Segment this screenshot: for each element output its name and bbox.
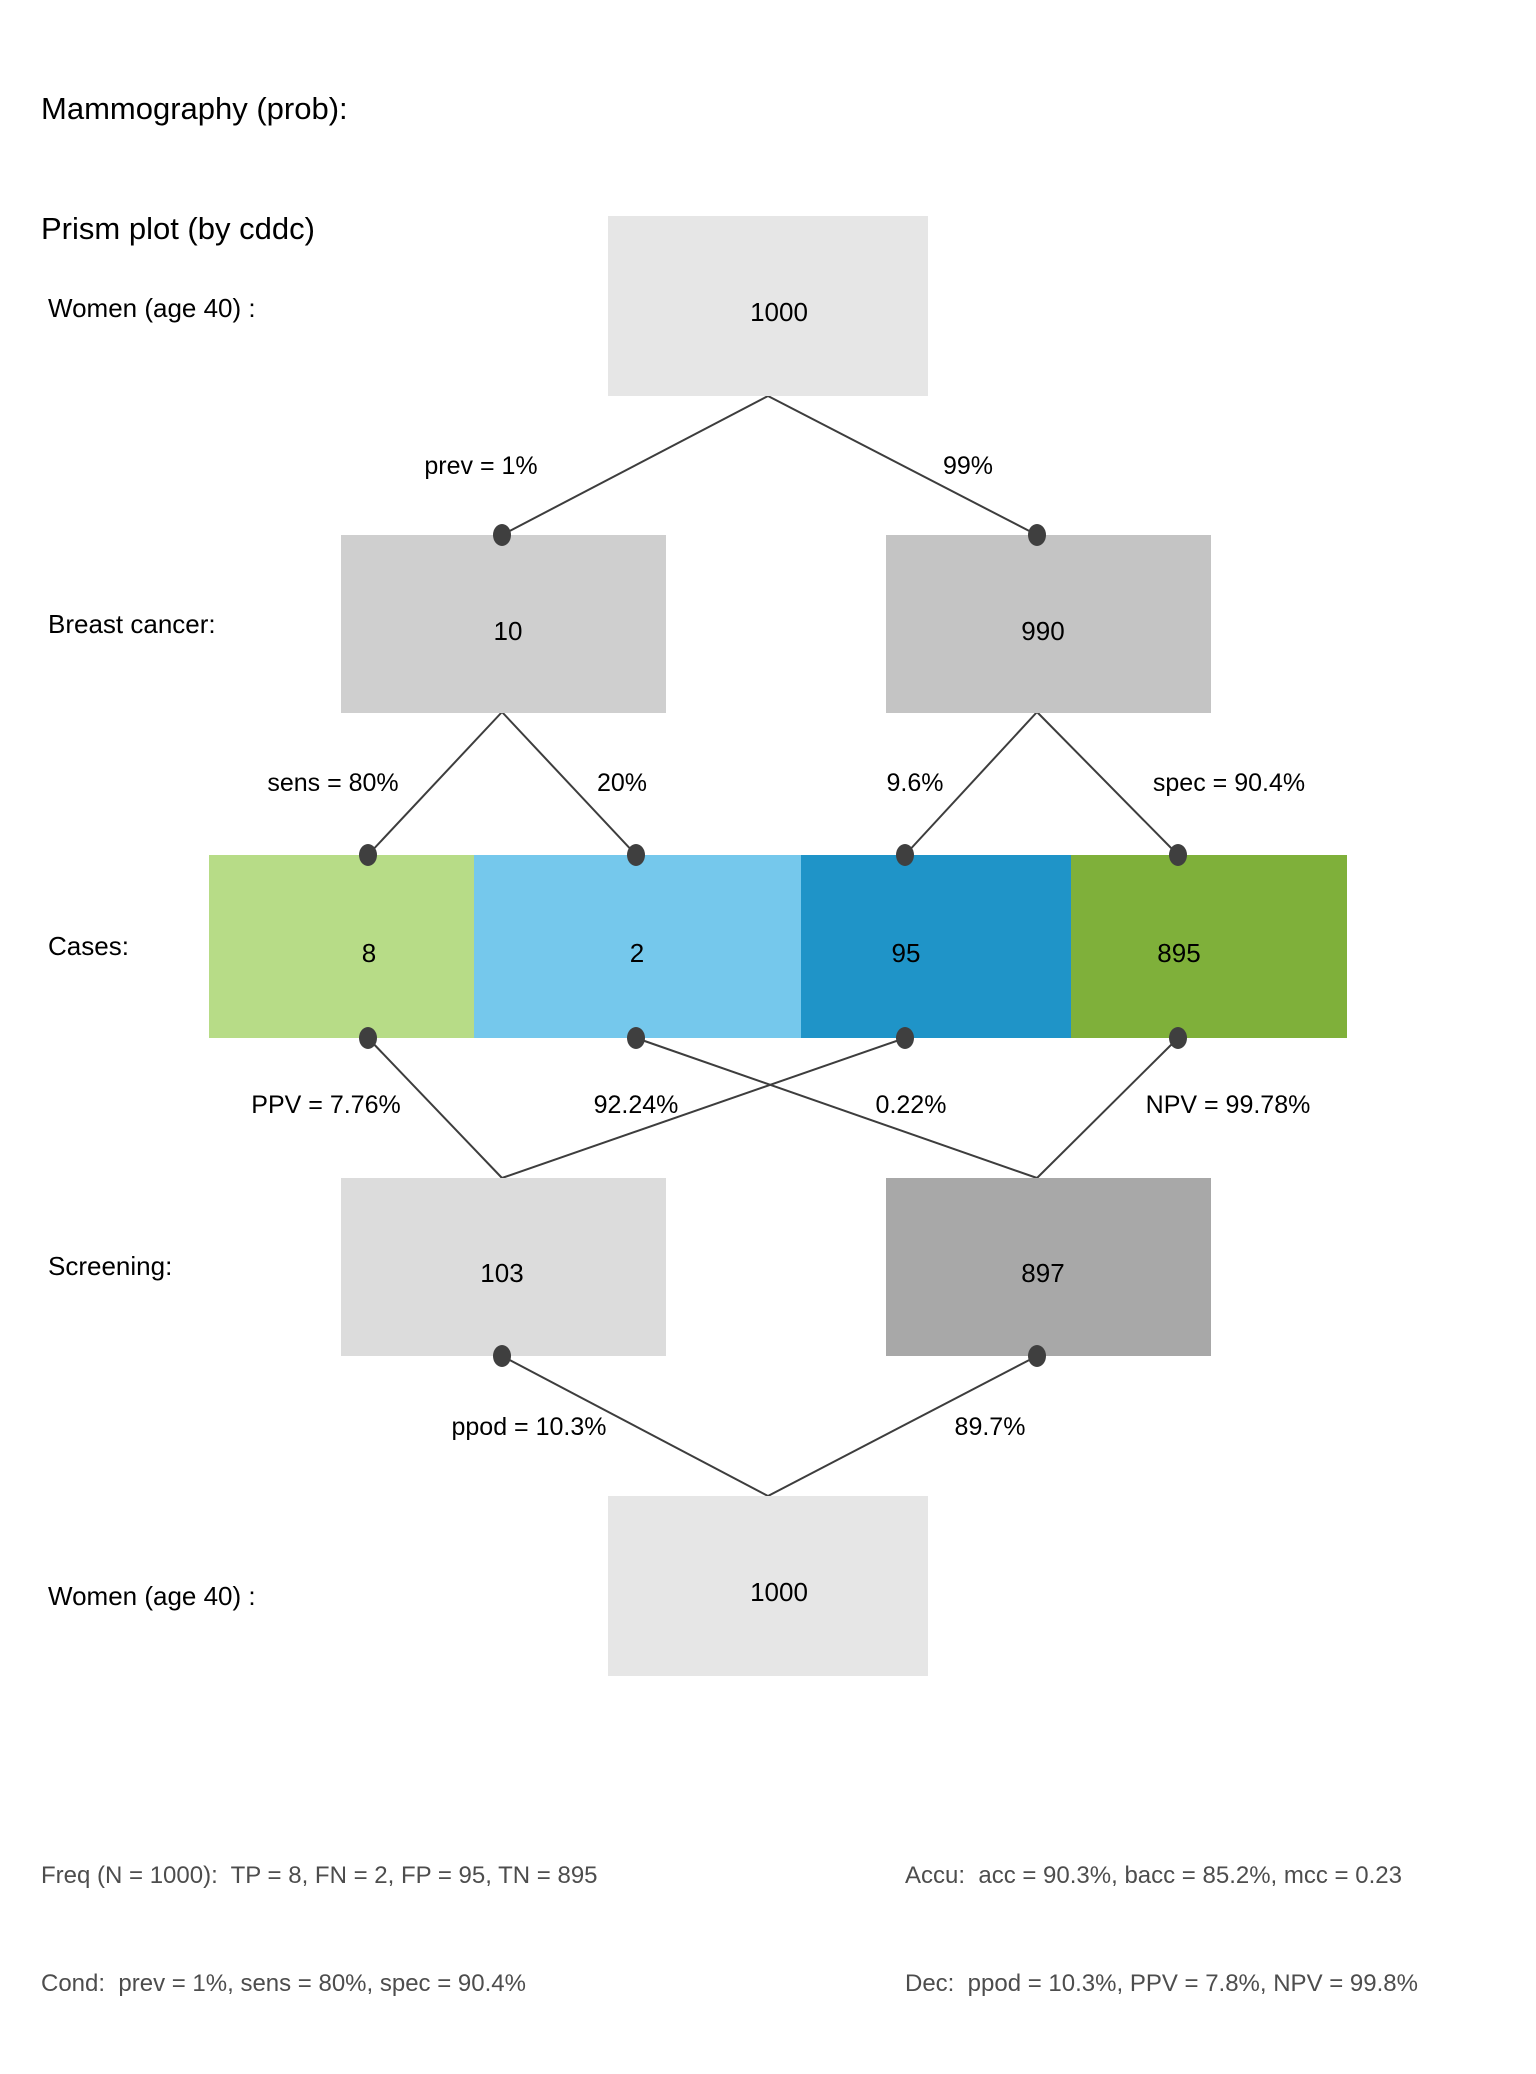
connector-dot-fn-top [627,844,645,866]
link-cond-false-to-tn [1036,711,1179,856]
connector-dot-layer [359,524,1187,1367]
connector-dot-cond-true-top [493,524,511,546]
link-cond-true-to-fn [501,711,637,856]
row-label-population-top: Women (age 40) : [48,293,256,323]
row-label-population-bottom: Women (age 40) : [48,1581,256,1611]
node-case-fp-box[interactable] [801,855,1071,1038]
node-population-top-box[interactable] [608,216,928,396]
link-tp-to-dec-pos [367,1037,503,1179]
node-case-tn-box[interactable] [1071,855,1347,1038]
edge-label-sens: sens = 80% [267,769,398,797]
page-title: Mammography (prob): Prism plot (by cddc) [41,8,348,330]
node-decision-positive-box[interactable] [341,1178,666,1356]
connector-dot-dec-pos-bottom [493,1345,511,1367]
prism-plot-canvas: Mammography (prob): Prism plot (by cddc)… [41,8,1418,1997]
node-population-bottom-value: 1000 [750,1577,808,1607]
title-line-2: Prism plot (by cddc) [41,211,315,247]
row-label-decision: Screening: [48,1251,172,1281]
node-decision-negative-box[interactable] [886,1178,1211,1356]
edge-label-fdr: 92.24% [594,1091,679,1119]
node-case-tp[interactable]: 8 [209,855,474,1038]
edge-label-for: 0.22% [876,1091,947,1119]
link-n-to-cond-true [501,395,769,536]
edge-label-mirt: 20% [597,769,647,797]
node-condition-true-box[interactable] [341,535,666,713]
node-case-fn[interactable]: 2 [474,855,801,1038]
link-fp-to-dec-pos [501,1037,906,1179]
node-case-fp[interactable]: 95 [801,855,1071,1038]
node-condition-true-value: 10 [494,616,523,646]
edge-label-fart: 9.6% [887,769,944,797]
link-dec-pos-to-n-bottom [501,1355,769,1497]
node-population-top-value: 1000 [750,297,808,327]
link-cond-true-to-tp [367,711,503,856]
title-line-1: Mammography (prob): [41,90,348,126]
link-layer [367,395,1179,1497]
node-condition-false-value: 990 [1021,616,1064,646]
connector-dot-tn-bottom [1169,1027,1187,1049]
edge-label-prev: prev = 1% [424,452,537,480]
footer-left: Freq (N = 1000): TP = 8, FN = 2, FP = 95… [41,1786,598,2074]
node-case-fn-box[interactable] [474,855,801,1038]
connector-dot-fn-bottom [627,1027,645,1049]
node-case-tp-value: 8 [362,938,376,968]
row-label-condition: Breast cancer: [48,609,216,639]
row-label-cases: Cases: [48,931,129,961]
connector-dot-tp-bottom [359,1027,377,1049]
footer-cond-line: Cond: prev = 1%, sens = 80%, spec = 90.4… [41,1970,526,1997]
node-decision-negative-value: 897 [1021,1258,1064,1288]
node-condition-false-box[interactable] [886,535,1211,713]
connector-dot-fp-top [896,844,914,866]
node-population-bottom[interactable]: 1000 [608,1496,928,1676]
node-case-fp-value: 95 [892,938,921,968]
footer-dec-line: Dec: ppod = 10.3%, PPV = 7.8%, NPV = 99.… [905,1970,1418,1997]
node-condition-true[interactable]: 10 [341,535,666,713]
node-case-tn-value: 895 [1157,938,1200,968]
footer-accu-line: Accu: acc = 90.3%, bacc = 85.2%, mcc = 0… [905,1862,1402,1889]
connector-dot-cond-false-top [1028,524,1046,546]
footer-right: Accu: acc = 90.3%, bacc = 85.2%, mcc = 0… [905,1786,1418,2074]
connector-dot-dec-neg-bottom [1028,1345,1046,1367]
link-fn-to-dec-neg [635,1037,1038,1179]
link-tn-to-dec-neg [1036,1037,1179,1179]
node-decision-negative[interactable]: 897 [886,1178,1211,1356]
edge-label-npv: NPV = 99.78% [1146,1091,1311,1119]
edge-label-ppod: ppod = 10.3% [452,1413,607,1441]
node-case-tn[interactable]: 895 [1071,855,1347,1038]
node-population-bottom-box[interactable] [608,1496,928,1676]
connector-dot-tp-top [359,844,377,866]
cases-bar: 8 2 95 895 [209,855,1347,1038]
node-condition-false[interactable]: 990 [886,535,1211,713]
node-population-top[interactable]: 1000 [608,216,928,396]
prism-diagram: Women (age 40) : Breast cancer: Cases: S… [48,216,1347,1676]
edge-label-spec: spec = 90.4% [1153,769,1305,797]
connector-dot-tn-top [1169,844,1187,866]
edge-label-layer: prev = 1% 99% sens = 80% 20% 9.6% spec =… [251,452,1310,1441]
link-n-to-cond-false [767,395,1038,536]
footer-freq-line: Freq (N = 1000): TP = 8, FN = 2, FP = 95… [41,1862,598,1889]
connector-dot-fp-bottom [896,1027,914,1049]
node-decision-positive[interactable]: 103 [341,1178,666,1356]
edge-label-ppod-complement: 89.7% [955,1413,1026,1441]
edge-label-ppv: PPV = 7.76% [251,1091,400,1119]
link-dec-neg-to-n-bottom [767,1355,1038,1497]
link-cond-false-to-fp [904,711,1038,856]
node-case-fn-value: 2 [630,938,644,968]
node-decision-positive-value: 103 [480,1258,523,1288]
node-case-tp-box[interactable] [209,855,474,1038]
edge-label-prev-complement: 99% [943,452,993,480]
